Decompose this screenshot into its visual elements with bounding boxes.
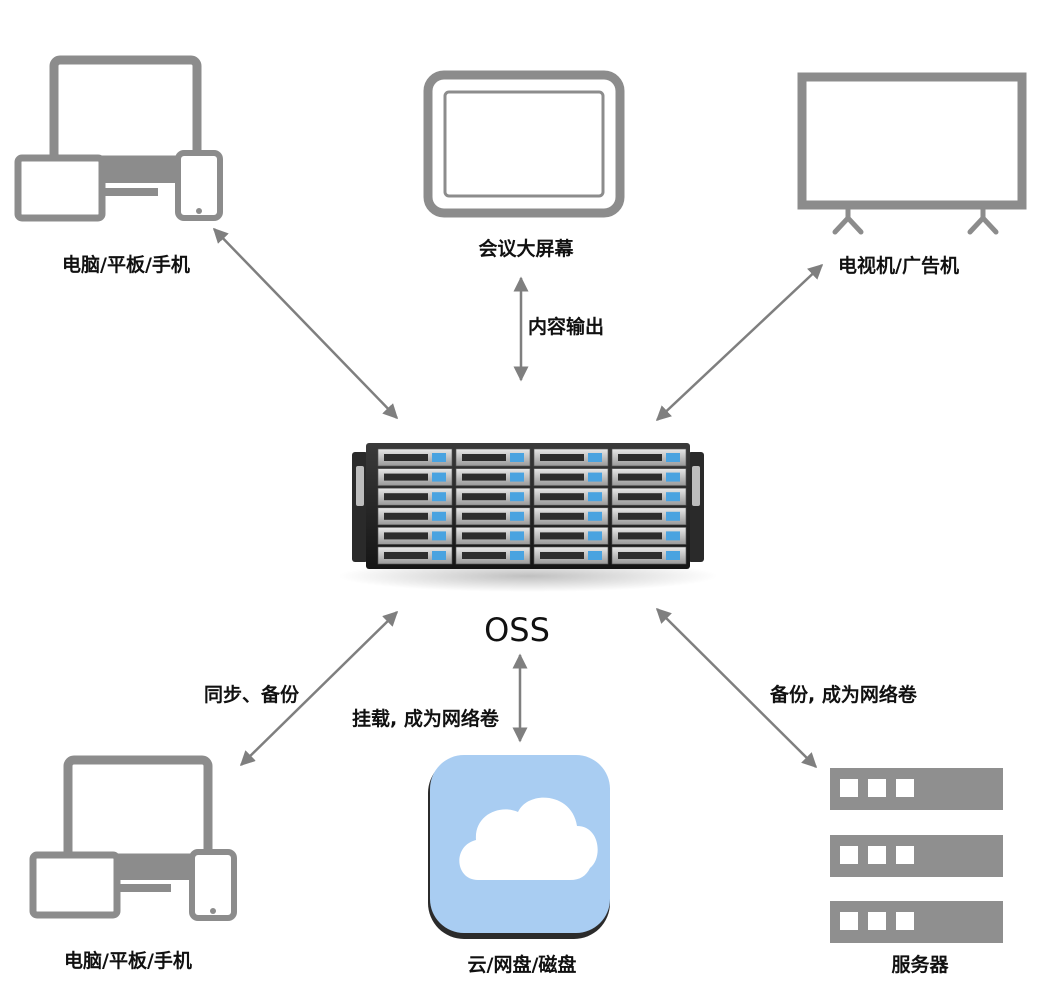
drive-bay-latch: [432, 472, 446, 482]
drive-bay-latch: [666, 472, 680, 482]
drive-bay-latch: [588, 531, 602, 541]
drive-bay-latch: [588, 492, 602, 502]
drive-bay-latch: [588, 453, 602, 462]
drive-bay-slot: [384, 454, 428, 461]
edge-label-bottom-right: 备份, 成为网络卷: [770, 684, 917, 706]
arrow-top-left: [212, 227, 399, 420]
drive-bay-slot: [384, 552, 428, 559]
drive-bay-slot: [618, 493, 662, 501]
tv-monitor-icon: [797, 72, 1027, 235]
drive-bay-latch: [510, 531, 524, 541]
drive-bay-slot: [462, 512, 506, 520]
drive-bay-slot: [618, 512, 662, 520]
drive-bay-latch: [432, 511, 446, 521]
drive-bay-latch: [432, 531, 446, 541]
drive-bay-latch: [510, 472, 524, 482]
node-label-bottom-center: 云/网盘/磁盘: [467, 954, 577, 976]
drive-bay-latch: [510, 551, 524, 560]
drive-bay-latch: [588, 511, 602, 521]
drive-bay-slot: [618, 473, 662, 481]
drive-bay-slot: [540, 493, 584, 501]
arrow-bottom-left: [239, 610, 399, 767]
drive-bay-slot: [384, 532, 428, 540]
drive-bay-slot: [540, 454, 584, 461]
drive-bay-slot: [384, 512, 428, 520]
connection-arrows: [212, 227, 824, 769]
drive-bay-slot: [540, 473, 584, 481]
drive-bay-slot: [384, 473, 428, 481]
drive-bay-latch: [588, 472, 602, 482]
drive-bay-slot: [540, 512, 584, 520]
drive-bay-slot: [384, 493, 428, 501]
drive-bay-slot: [462, 532, 506, 540]
edge-label-bottom-left: 同步、备份: [204, 684, 300, 706]
edge-label-top-center: 内容输出: [528, 316, 605, 338]
drive-bay-latch: [666, 531, 680, 541]
drive-bay-slot: [540, 532, 584, 540]
node-label-bottom-right: 服务器: [891, 954, 949, 976]
node-label-top-left: 电脑/平板/手机: [62, 254, 190, 276]
multi-device-icon: [14, 55, 223, 222]
drive-bay-latch: [666, 511, 680, 521]
center-label: OSS: [484, 611, 550, 649]
node-label-top-center: 会议大屏幕: [478, 238, 574, 260]
drive-bay-latch: [666, 453, 680, 462]
drive-bay-slot: [462, 454, 506, 461]
tablet-screen-icon: [423, 70, 625, 218]
drive-bay-latch: [432, 551, 446, 560]
drive-bay-slot: [462, 473, 506, 481]
node-label-bottom-left: 电脑/平板/手机: [64, 950, 192, 972]
arrow-bottom-right: [655, 607, 818, 769]
node-label-top-right: 电视机/广告机: [838, 255, 959, 277]
storage-server-icon: [338, 443, 718, 592]
cloud-icon: [428, 755, 610, 939]
drive-bay-latch: [432, 453, 446, 462]
drive-bay-slot: [462, 552, 506, 559]
drive-bay-latch: [510, 453, 524, 462]
edge-label-bottom-center: 挂载, 成为网络卷: [352, 708, 499, 730]
drive-bay-slot: [618, 532, 662, 540]
drive-bay-latch: [432, 492, 446, 502]
drive-bay-latch: [510, 511, 524, 521]
drive-bay-latch: [510, 492, 524, 502]
multi-device-icon-bottom: [29, 755, 237, 921]
drive-bay-slot: [618, 454, 662, 461]
drive-bay-latch: [588, 551, 602, 560]
drive-bay-slot: [462, 493, 506, 501]
drive-bays: [377, 448, 687, 565]
arrow-top-right: [655, 263, 824, 422]
drive-bay-latch: [666, 492, 680, 502]
server-rack-icon: [830, 768, 1003, 943]
drive-bay-slot: [618, 552, 662, 559]
drive-bay-latch: [666, 551, 680, 560]
drive-bay-slot: [540, 552, 584, 559]
